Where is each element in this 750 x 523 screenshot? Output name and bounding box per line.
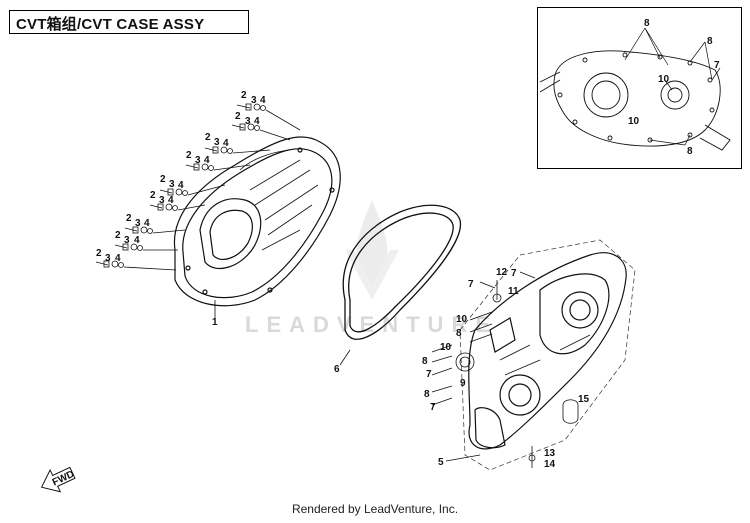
case-dashed-outline xyxy=(459,239,636,471)
footer-credit: Rendered by LeadVenture, Inc. xyxy=(291,502,459,516)
fastener-row xyxy=(185,163,251,171)
callout-2: 2 xyxy=(186,150,192,161)
leader-line xyxy=(339,349,351,366)
callout-3: 3 xyxy=(124,235,130,246)
fwd-arrow-icon: FWD xyxy=(40,466,76,493)
callout-7: 7 xyxy=(714,60,720,71)
callout-14: 14 xyxy=(544,459,556,470)
callout-4: 4 xyxy=(178,180,184,191)
callout-2: 2 xyxy=(150,190,156,201)
callout-3: 3 xyxy=(245,116,251,127)
callout-15: 15 xyxy=(578,394,590,405)
callout-4: 4 xyxy=(134,235,140,246)
fastener-row xyxy=(95,260,177,271)
callout-4: 4 xyxy=(144,218,150,229)
fastener-row xyxy=(236,103,301,131)
title-box: CVT箱组/CVT CASE ASSY xyxy=(9,10,249,34)
callout-3: 3 xyxy=(251,95,257,106)
fastener-groups xyxy=(95,103,301,271)
fastener-row xyxy=(149,203,206,211)
callout-9: 9 xyxy=(460,378,466,389)
callout-13: 13 xyxy=(544,448,556,459)
callout-10: 10 xyxy=(440,342,452,353)
callout-2: 2 xyxy=(241,90,247,101)
callout-3: 3 xyxy=(214,137,220,148)
inset-case-drawing xyxy=(539,50,731,151)
callout-4: 4 xyxy=(260,95,266,106)
callout-3: 3 xyxy=(105,253,111,264)
callout-3: 3 xyxy=(135,218,141,229)
callout-8: 8 xyxy=(687,146,693,157)
callout-10: 10 xyxy=(456,314,468,325)
callout-6: 6 xyxy=(334,364,340,375)
callout-7: 7 xyxy=(468,279,474,290)
callout-4: 4 xyxy=(168,195,174,206)
callout-10: 10 xyxy=(628,116,640,127)
inset-detail-box xyxy=(537,7,742,169)
fastener-row xyxy=(204,146,271,154)
watermark-text: LEADVENTURE xyxy=(245,312,499,337)
fastener-row xyxy=(231,123,291,141)
callout-5: 5 xyxy=(438,457,444,468)
page-title: CVT箱组/CVT CASE ASSY xyxy=(16,16,205,33)
callout-2: 2 xyxy=(126,213,132,224)
callout-4: 4 xyxy=(223,138,229,149)
case-hardware xyxy=(431,271,579,468)
callout-2: 2 xyxy=(235,111,241,122)
callout-7: 7 xyxy=(430,402,436,413)
callout-8: 8 xyxy=(707,36,713,47)
callout-1: 1 xyxy=(212,317,218,328)
callout-11: 11 xyxy=(508,286,519,297)
cvt-outer-cover xyxy=(173,136,341,307)
callout-12: 12 xyxy=(496,267,508,278)
callout-8: 8 xyxy=(456,328,462,339)
callout-4: 4 xyxy=(204,155,210,166)
callout-7: 7 xyxy=(511,268,517,279)
callout-3: 3 xyxy=(159,195,165,206)
callout-8: 8 xyxy=(644,18,650,29)
callout-8: 8 xyxy=(422,356,428,367)
callout-4: 4 xyxy=(254,116,260,127)
callout-8: 8 xyxy=(424,389,430,400)
callout-2: 2 xyxy=(205,132,211,143)
callout-3: 3 xyxy=(195,155,201,166)
callout-4: 4 xyxy=(115,253,121,264)
callout-2: 2 xyxy=(96,248,102,259)
fastener-row xyxy=(114,243,178,251)
leader-line xyxy=(445,454,481,462)
fastener-row xyxy=(124,226,186,234)
cvt-inner-case xyxy=(468,252,627,450)
inset-leaders xyxy=(624,27,721,146)
callout-10: 10 xyxy=(658,74,670,85)
callout-2: 2 xyxy=(115,230,121,241)
callout-2: 2 xyxy=(160,174,166,185)
fastener-row xyxy=(159,184,226,196)
cvt-gasket xyxy=(342,204,462,340)
callout-3: 3 xyxy=(169,179,175,190)
fwd-label: FWD xyxy=(51,469,76,489)
callout-7: 7 xyxy=(426,369,432,380)
